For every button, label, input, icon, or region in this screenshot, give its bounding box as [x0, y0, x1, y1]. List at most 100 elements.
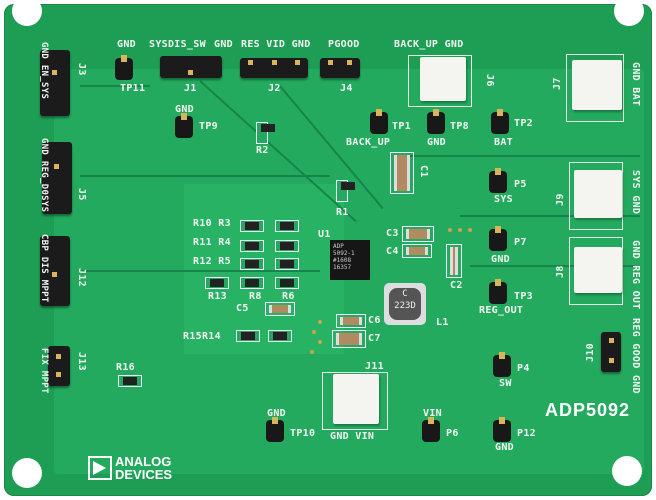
ref-p4: P4 [517, 363, 530, 374]
j11-outline [322, 372, 388, 430]
test-point-tp11[interactable] [115, 55, 133, 80]
label-p12-gnd: GND [495, 442, 514, 453]
ref-r2: R2 [256, 145, 269, 156]
ref-c3: C3 [386, 228, 399, 239]
resistor-r13 [205, 277, 229, 289]
resistor-r1 [336, 180, 355, 202]
ref-c4: C4 [386, 246, 399, 257]
resistor-r8 [240, 277, 264, 289]
ref-c1: C1 [418, 165, 429, 178]
test-point-tp10[interactable] [266, 417, 284, 442]
test-point-p7[interactable] [489, 226, 507, 251]
resistor-r2 [256, 122, 275, 144]
label-j5-pins: GND REG_D0SYS [39, 138, 49, 213]
ref-r16: R16 [116, 362, 135, 373]
resistor-r11 [240, 240, 264, 252]
trace [470, 265, 640, 267]
ref-c2: C2 [450, 280, 463, 291]
ic-u1-adp5092: ADP 5092-1 #1608 16357 [330, 240, 370, 280]
trace [80, 270, 320, 272]
label-j8-pins: GND REG OUT [630, 240, 641, 310]
j7-outline [566, 54, 624, 122]
ref-j7: J7 [552, 77, 563, 90]
label-j1-gnd: GND [214, 39, 233, 50]
jumper-j12[interactable] [40, 236, 70, 306]
via [318, 320, 322, 324]
ref-j9: J9 [555, 193, 566, 206]
connector-j7[interactable] [572, 60, 622, 110]
connector-j9[interactable] [574, 170, 622, 218]
ref-tp11: TP11 [120, 83, 146, 94]
capacitor-c4 [402, 244, 432, 258]
ref-p12: P12 [517, 428, 536, 439]
test-point-p5[interactable] [489, 168, 507, 193]
ref-j8: J8 [555, 265, 566, 278]
jumper-j3[interactable] [40, 50, 70, 116]
label-p7-gnd: GND [491, 254, 510, 265]
test-point-p6[interactable] [422, 417, 440, 442]
connector-j6[interactable] [420, 57, 466, 101]
header-j4[interactable] [320, 58, 360, 78]
ref-j10: J10 [585, 343, 596, 362]
label-j9-pins: SYS GND [630, 170, 641, 215]
label-j12-pins: CBP DIS MPPT [39, 234, 49, 303]
ref-c7: C7 [368, 333, 381, 344]
ref-r1: R1 [336, 207, 349, 218]
resistor-r3 [275, 220, 299, 232]
ref-j1: J1 [184, 83, 197, 94]
ref-u1: U1 [318, 229, 331, 240]
header-j10[interactable] [601, 332, 621, 372]
test-point-tp9[interactable] [175, 113, 193, 138]
resistor-r6 [275, 277, 299, 289]
capacitor-c2 [446, 244, 462, 278]
label-p6-vin: VIN [423, 408, 442, 419]
ref-tp10: TP10 [290, 428, 316, 439]
mounting-hole [12, 458, 42, 488]
header-j2[interactable] [240, 58, 308, 78]
label-tp10-gnd: GND [267, 408, 286, 419]
resistor-r5 [275, 258, 299, 270]
capacitor-c1 [390, 152, 414, 194]
label-j7-pins: GND BAT [630, 62, 641, 107]
test-point-tp8[interactable] [427, 109, 445, 134]
test-point-tp2[interactable] [491, 109, 509, 134]
board-model-label: ADP5092 [545, 400, 631, 420]
label-j4-pins: PGOOD [328, 39, 360, 50]
ref-j5: J5 [76, 188, 87, 201]
connector-j8[interactable] [574, 247, 622, 293]
label-j2-pins: RES VID GND [241, 39, 311, 50]
ref-p6: P6 [446, 428, 459, 439]
via [448, 228, 452, 232]
ref-tp2: TP2 [514, 118, 533, 129]
ref-j11: J11 [365, 361, 384, 372]
header-j13[interactable] [48, 346, 70, 386]
j9-outline [569, 162, 623, 230]
ref-tp9: TP9 [199, 121, 218, 132]
chip-marking: 16357 [333, 264, 352, 271]
label-tp9-gnd: GND [175, 104, 194, 115]
via [458, 228, 462, 232]
resistor-r12 [240, 258, 264, 270]
ref-l1: L1 [436, 317, 449, 328]
label-j13-pins: FIX MPPT [39, 348, 49, 394]
ref-r15-r14: R15R14 [183, 331, 221, 342]
jumper-j5[interactable] [42, 142, 72, 214]
mounting-hole [614, 0, 644, 26]
jumper-j1[interactable] [160, 56, 222, 78]
ref-j2: J2 [268, 83, 281, 94]
mounting-hole [12, 0, 42, 26]
ref-j4: J4 [340, 83, 353, 94]
test-point-tp3[interactable] [489, 279, 507, 304]
trace [80, 85, 150, 87]
test-point-p4[interactable] [493, 352, 511, 377]
test-point-p12[interactable] [493, 417, 511, 442]
mounting-hole [612, 456, 642, 486]
ref-p7: P7 [514, 237, 527, 248]
label-tp3-reg-out: REG_OUT [479, 305, 524, 316]
connector-j11[interactable] [333, 374, 379, 424]
ref-j13: J13 [76, 352, 87, 371]
test-point-tp1[interactable] [370, 109, 388, 134]
ref-r8: R8 [249, 291, 262, 302]
resistor-r15 [268, 330, 292, 342]
